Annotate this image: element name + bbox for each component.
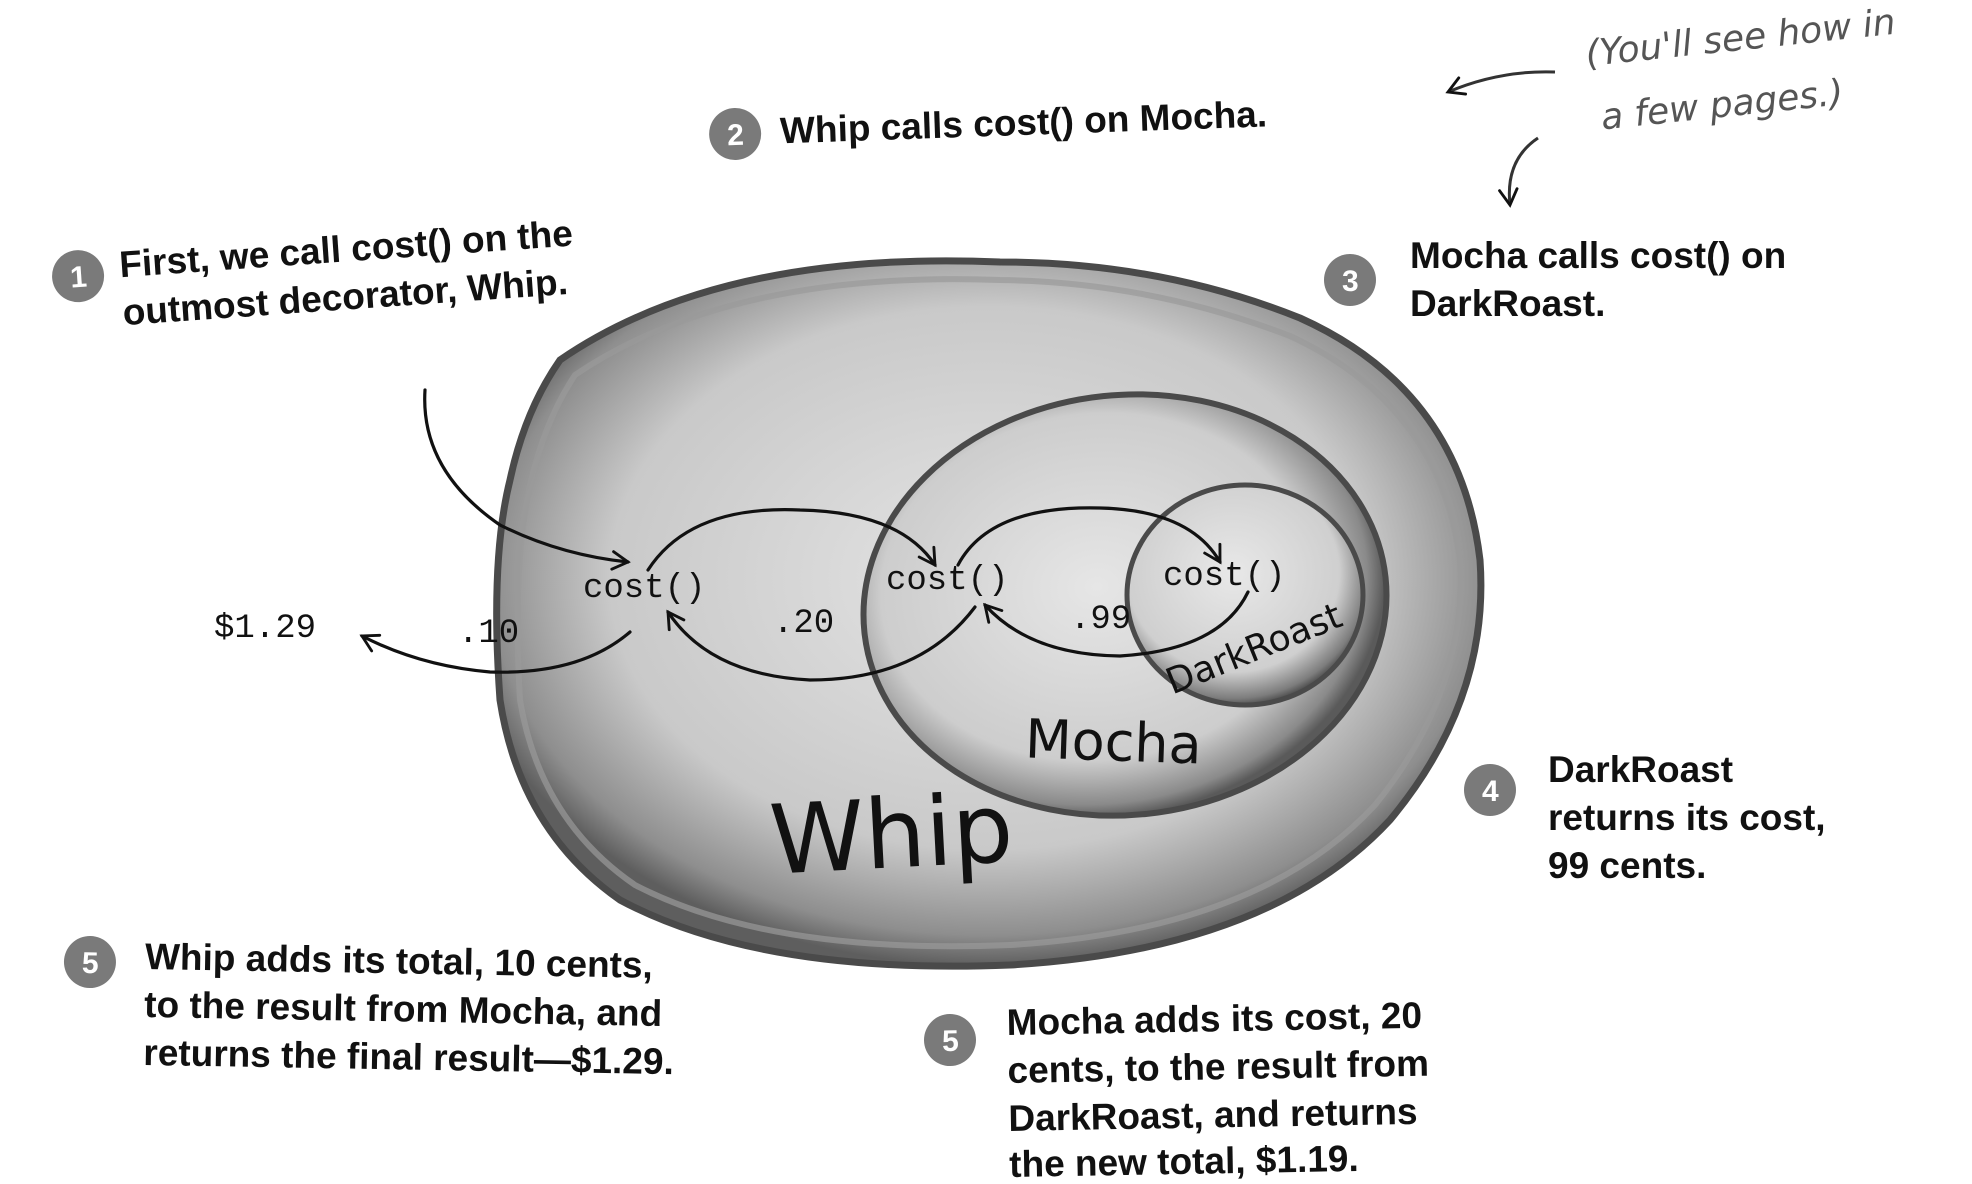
step-2-badge (709, 107, 762, 160)
step-4-line-3: 99 cents. (1548, 845, 1706, 886)
return-whip-arrow (359, 630, 632, 674)
return-mocha-arrow (666, 605, 977, 682)
call-darkroast-arrow (956, 506, 1222, 567)
note-line-1: (You'll see how in (1584, 2, 1898, 75)
step-3: 3 Mocha calls cost() on DarkRoast. (1324, 235, 1786, 324)
mocha-label: Mocha (1024, 707, 1203, 776)
step-4-line-1: DarkRoast (1548, 749, 1733, 790)
step-5-mocha-line-1: Mocha adds its cost, 20 (1006, 995, 1422, 1043)
step-5-whip-line-1: Whip adds its total, 10 cents, (145, 936, 653, 986)
step-1: 1 First, we call cost() on the outmost d… (52, 213, 574, 333)
darkroast-return-value: .99 (1070, 601, 1131, 639)
step-3-number: 3 (1342, 265, 1359, 298)
step-4-line-2: returns its cost, (1548, 797, 1826, 838)
call-whip-arrow (423, 388, 631, 571)
step-3-line-1: Mocha calls cost() on (1410, 235, 1786, 276)
whip-return-value: .10 (458, 615, 519, 653)
step-4: 4 DarkRoast returns its cost, 99 cents. (1464, 749, 1826, 886)
mocha-cost-method: cost() (886, 562, 1008, 600)
step-5-whip-line-3: returns the final result—$1.29. (143, 1032, 674, 1082)
call-mocha-arrow (646, 508, 937, 572)
mocha-return-value: .20 (773, 605, 834, 643)
step-5-mocha: 5 Mocha adds its cost, 20 cents, to the … (924, 995, 1429, 1184)
darkroast-cost-method: cost() (1163, 558, 1285, 596)
whip-label: Whip (767, 772, 1016, 897)
step-4-number: 4 (1482, 775, 1499, 808)
final-result: $1.29 (214, 610, 316, 648)
handwritten-note: (You'll see how in a few pages.) (1445, 2, 1898, 208)
step-5-mocha-line-3: DarkRoast, and returns (1008, 1091, 1418, 1139)
step-5-whip: 5 Whip adds its total, 10 cents, to the … (63, 935, 674, 1082)
step-2: 2 Whip calls cost() on Mocha. (709, 93, 1268, 160)
step-4-badge (1464, 764, 1516, 816)
note-arrow-left (1445, 70, 1556, 96)
step-3-line-2: DarkRoast. (1410, 283, 1605, 324)
step-3-badge (1324, 254, 1376, 306)
step-5-mocha-line-2: cents, to the result from (1007, 1043, 1429, 1091)
whip-cost-method: cost() (583, 570, 705, 608)
return-darkroast-arrow (983, 590, 1250, 658)
note-line-2: a few pages.) (1599, 72, 1845, 138)
step-2-number: 2 (727, 119, 745, 153)
step-5-whip-line-2: to the result from Mocha, and (144, 984, 663, 1034)
step-5-mocha-number: 5 (942, 1025, 959, 1058)
step-5-whip-number: 5 (82, 947, 99, 980)
step-2-line-1: Whip calls cost() on Mocha. (779, 93, 1267, 151)
step-5-whip-badge (63, 935, 116, 988)
step-1-number: 1 (69, 261, 88, 295)
step-5-mocha-badge (924, 1014, 976, 1066)
step-1-badge (52, 250, 105, 303)
step-5-mocha-line-4: the new total, $1.19. (1009, 1138, 1359, 1184)
note-arrow-down (1498, 136, 1539, 208)
